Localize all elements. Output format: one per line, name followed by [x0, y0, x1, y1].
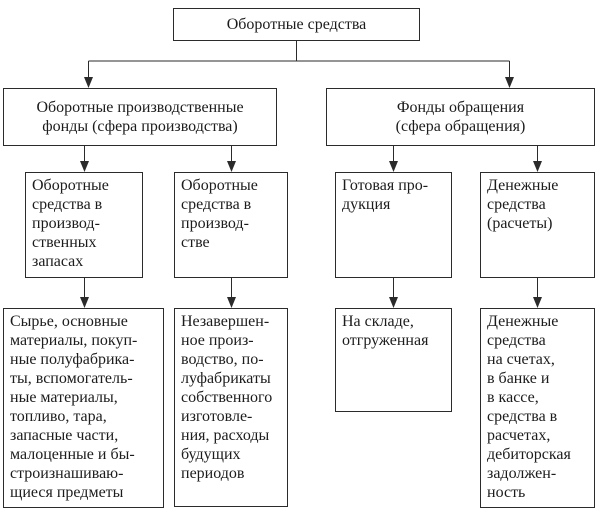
node-funds-in-production: Оборотные средства в производ- стве — [174, 172, 288, 278]
node-finished-products: Готовая про- дукция — [335, 172, 452, 278]
node-cash-accounts-detail: Денежные средства на счетах, в банке и в… — [480, 308, 595, 508]
arrowheads-level2 — [84, 77, 514, 88]
connector-level2-to-level3 — [84, 146, 538, 162]
node-raw-materials-detail: Сырье, основные материалы, покуп- ные по… — [3, 308, 164, 508]
arrowheads-level3 — [80, 161, 542, 172]
node-work-in-progress-detail: Незавершен- ное произ- водство, по- луфа… — [174, 308, 288, 507]
node-monetary-funds: Денежные средства (расчеты) — [480, 172, 595, 278]
node-warehouse-shipped-detail: На складе, отгруженная — [335, 308, 452, 412]
node-working-capital: Оборотные средства — [173, 8, 420, 41]
connector-level3-to-level4 — [84, 278, 538, 298]
connector-level1-to-level2 — [88, 41, 510, 78]
arrowheads-level4 — [80, 297, 542, 308]
node-funds-in-inventories: Оборотные средства в производ- ственных … — [25, 172, 143, 278]
node-circulation-funds: Фонды обращения (сфера обращения) — [326, 88, 595, 146]
node-production-funds: Оборотные производственные фонды (сфера … — [3, 88, 277, 146]
